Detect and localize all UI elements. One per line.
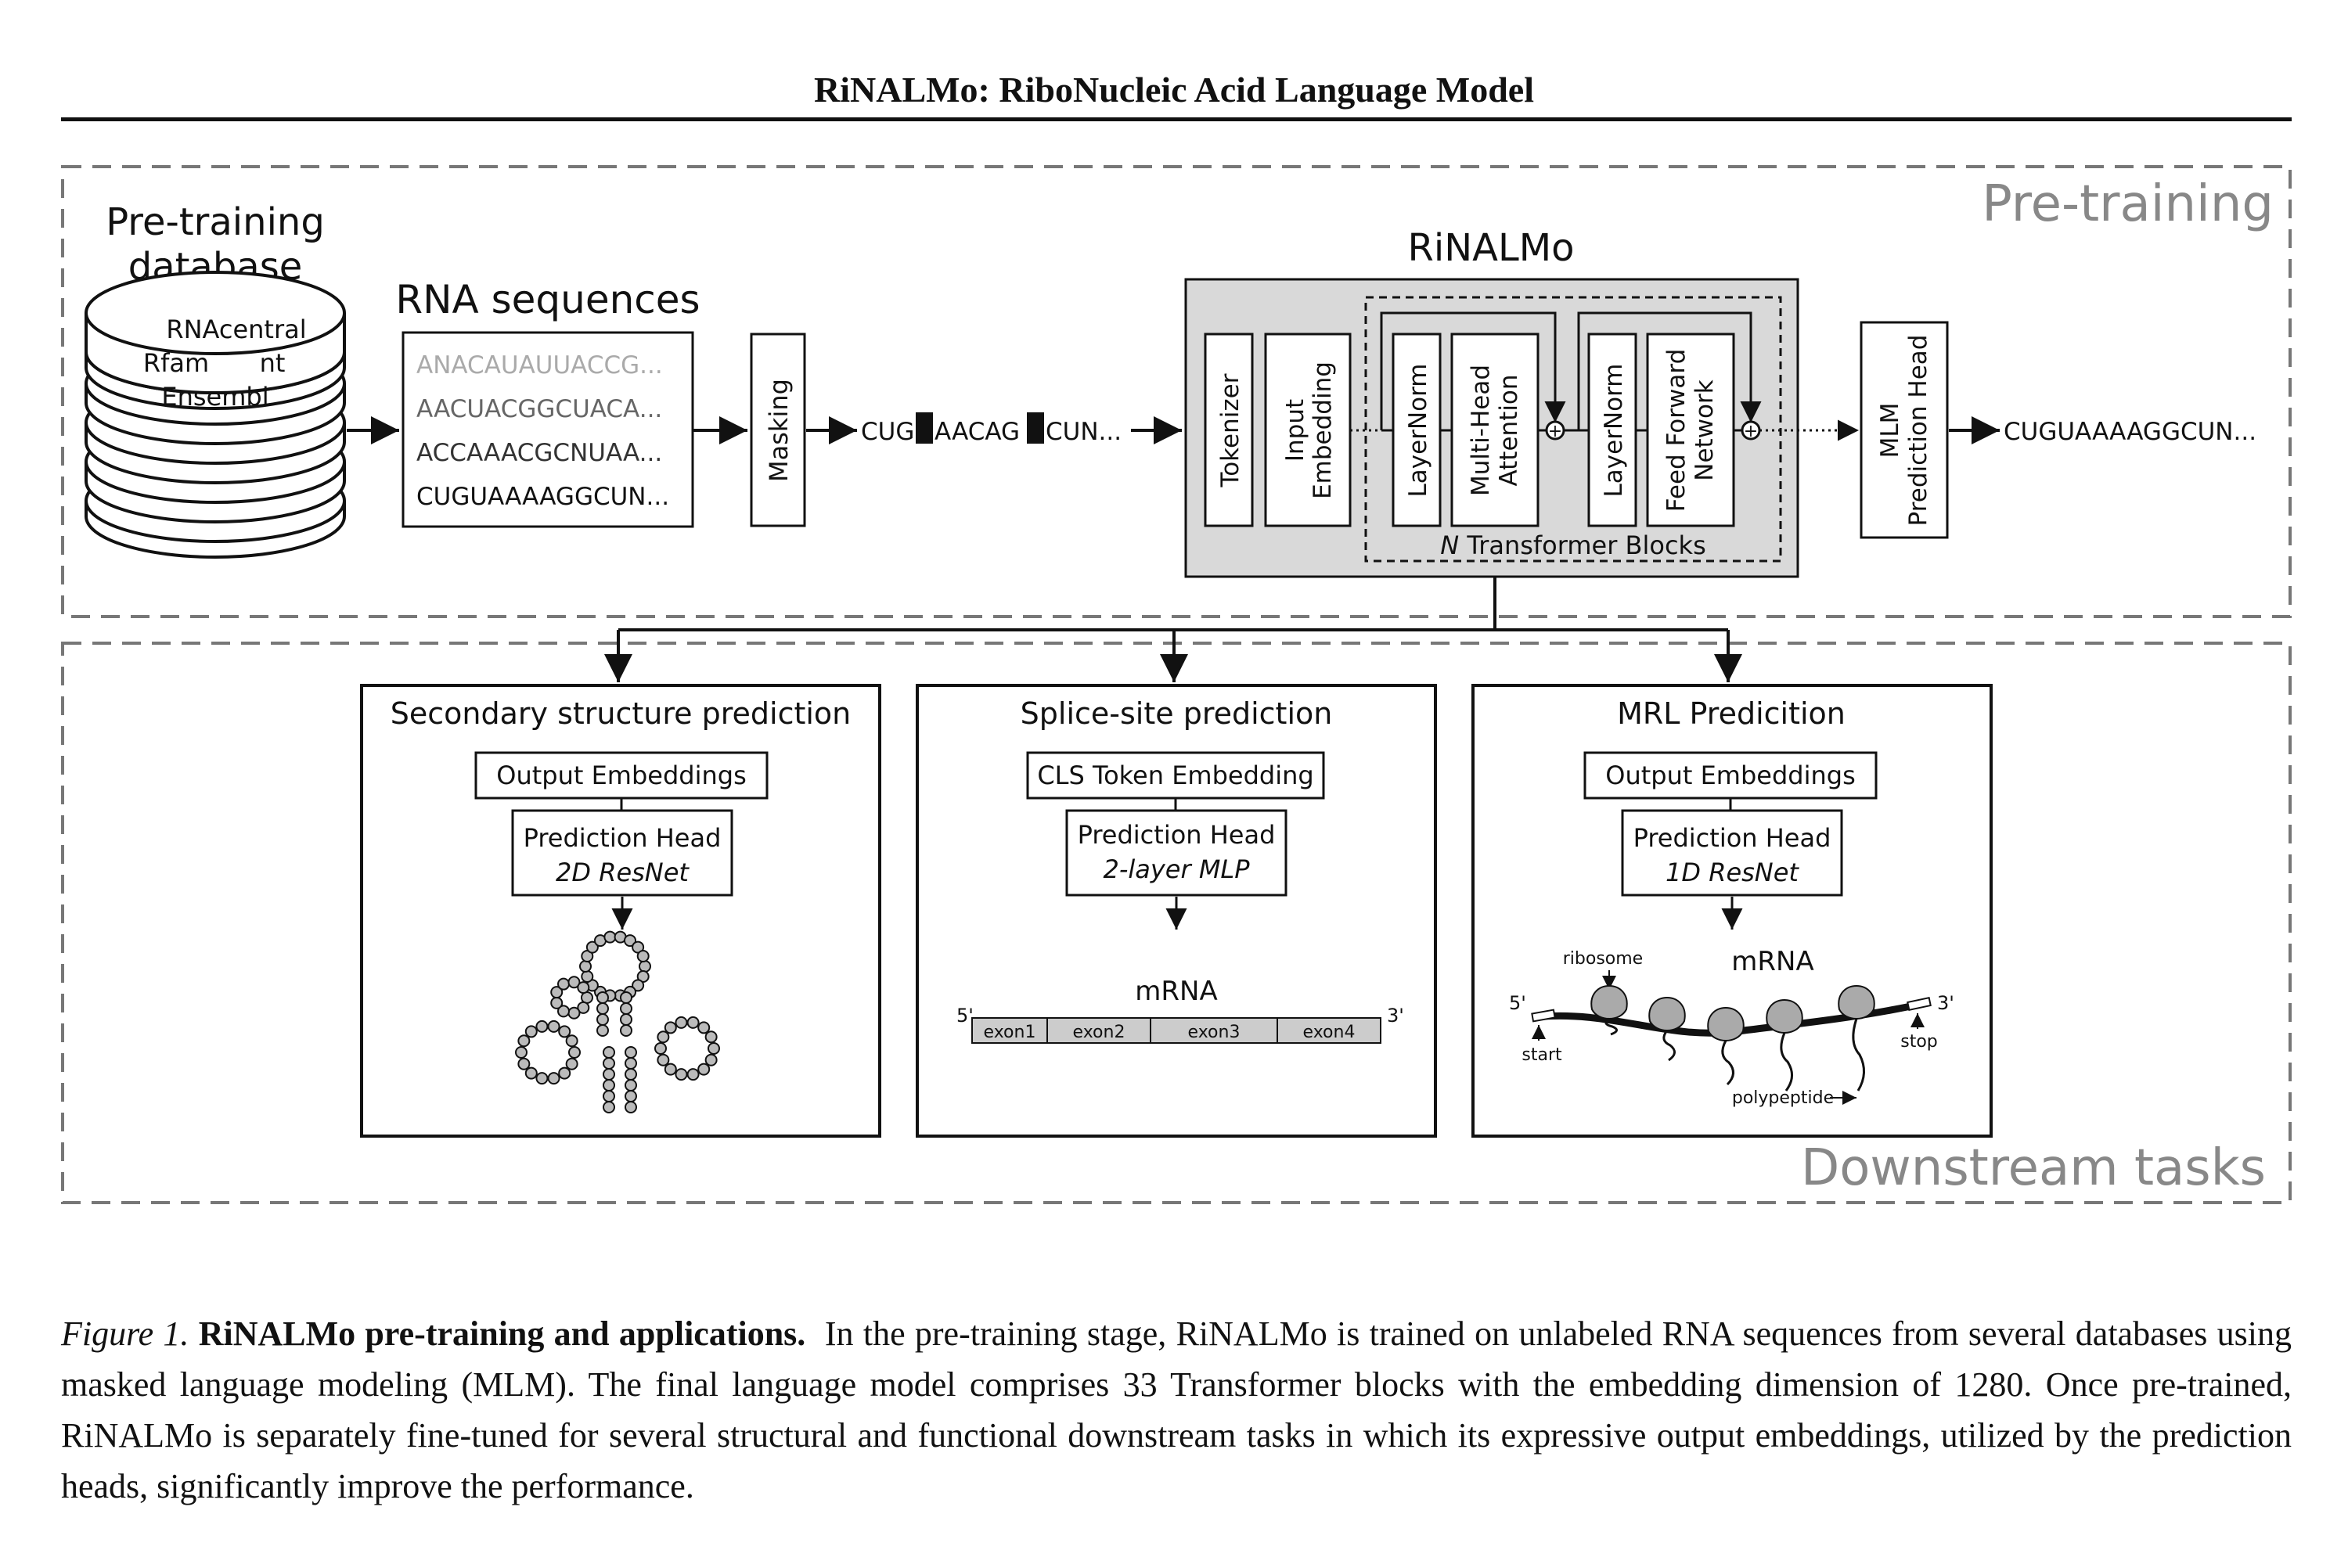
layernorm-label-2: LayerNorm [1600, 364, 1628, 498]
prediction-head-type: 2D ResNet [556, 858, 690, 887]
ffn-label: Feed Forward [1662, 349, 1691, 512]
three-prime-label: 3' [1387, 1005, 1404, 1027]
masking-box [750, 333, 806, 527]
rna-secondary-structure-icon [515, 930, 720, 1113]
page-header-title: RiNALMo: RiboNucleic Acid Language Model [814, 70, 1534, 110]
start-codon-icon [1531, 1009, 1556, 1023]
layernorm-box-2 [1587, 333, 1637, 527]
residual-add-symbol: + [1548, 422, 1562, 441]
task-title: Splice-site prediction [1021, 696, 1333, 731]
database-source-rnacentral: RNAcentral [166, 315, 306, 344]
task-title: Secondary structure prediction [391, 696, 852, 731]
prediction-head-label: Prediction Head [1633, 823, 1831, 853]
ffn-label: Network [1691, 379, 1719, 480]
transformer-blocks-label: N Transformer Blocks [1440, 530, 1706, 560]
three-prime-label: 3' [1937, 992, 1954, 1014]
exon-label: exon1 [984, 1023, 1036, 1042]
prediction-head-type: 2-layer MLP [1103, 854, 1250, 884]
mask-token-icon [1027, 412, 1044, 444]
database-cylinder-icon [85, 271, 346, 559]
figure-diagram: Pre-training Downstream tasks Pre-traini… [61, 165, 2292, 1204]
ribosome-icons [1590, 985, 1875, 1091]
output-embeddings-label: Output Embeddings [496, 761, 747, 790]
rna-sequence-line: AACUACGGCUACA... [416, 395, 662, 423]
rna-sequence-line: ANACAUAUUACCG... [416, 351, 663, 379]
exon-label: exon4 [1303, 1023, 1356, 1042]
mrna-label: mRNA [1731, 946, 1813, 977]
polypeptide-label: polypeptide [1732, 1088, 1834, 1108]
five-prime-label: 5' [956, 1005, 974, 1027]
task-title: MRL Predicition [1617, 696, 1846, 731]
rna-sequence-line: CUGUAAAAGGCUN... [416, 483, 669, 511]
caption-text: In the pre-training stage, RiNALMo is tr… [61, 1314, 2292, 1505]
stop-codon-icon [1907, 997, 1932, 1011]
residual-add-symbol: + [1744, 422, 1758, 441]
prediction-head-label: Prediction Head [524, 823, 722, 853]
downstream-label: Downstream tasks [1801, 1139, 2266, 1197]
mha-label: Multi-Head [1467, 365, 1495, 496]
ribosome-label: ribosome [1563, 949, 1643, 969]
database-title-line1: Pre-training [106, 200, 325, 244]
database-source-rfam: Rfam [143, 348, 209, 378]
multi-head-attention-box [1450, 333, 1540, 527]
exon-track [971, 1017, 1381, 1044]
masked-sequence-part2: AACAG [935, 418, 1020, 446]
five-prime-label: 5' [1509, 992, 1526, 1014]
mrna-label: mRNA [1135, 976, 1217, 1007]
prediction-head-type: 1D ResNet [1666, 858, 1799, 887]
mlm-head-box [1860, 321, 1949, 539]
masked-sequence-part1: CUG [861, 418, 914, 446]
input-embedding-label: Input [1281, 399, 1309, 462]
exon-label: exon3 [1188, 1023, 1241, 1042]
rna-sequences-box [402, 331, 694, 528]
downstream-panel [61, 642, 2292, 1204]
residual-connection-1 [1380, 311, 1566, 430]
caption-figure-label: Figure 1. [61, 1314, 189, 1353]
mlm-head-label: MLM [1876, 403, 1904, 459]
prediction-head-label: Prediction Head [1078, 820, 1276, 850]
mlm-head-label: Prediction Head [1904, 335, 1932, 527]
model-title: RiNALMo [1408, 226, 1575, 270]
cls-token-embedding-label: CLS Token Embedding [1037, 761, 1313, 790]
mha-label: Attention [1495, 374, 1523, 486]
output-embeddings-label: Output Embeddings [1605, 761, 1856, 790]
pretraining-panel [61, 165, 2292, 618]
mask-token-icon [916, 412, 933, 444]
residual-connection-2 [1577, 311, 1762, 430]
layernorm-box-1 [1392, 333, 1442, 527]
masking-label: Masking [764, 379, 794, 482]
rna-sequence-line: ACCAAACGCNUAA... [416, 439, 662, 467]
masked-sequence-part3: CUN... [1046, 418, 1122, 446]
header-rule [61, 117, 2292, 121]
exon-label: exon2 [1073, 1023, 1125, 1042]
pretraining-label: Pre-training [1982, 175, 2274, 233]
cls-token-embedding-box [1026, 751, 1325, 800]
layernorm-label-1: LayerNorm [1404, 364, 1432, 498]
prediction-head-box [511, 809, 733, 897]
tokenizer-label: Tokenizer [1216, 373, 1244, 487]
rna-sequences-title: RNA sequences [395, 277, 700, 322]
output-sequence: CUGUAAAAGGCUN... [2004, 418, 2256, 446]
stop-label: stop [1900, 1032, 1938, 1052]
start-label: start [1522, 1045, 1562, 1065]
database-source-ensembl: Ensembl [161, 382, 268, 412]
database-source-nt: nt [260, 348, 286, 378]
caption-bold-title: RiNALMo pre-training and applications. [198, 1314, 806, 1353]
prediction-head-box [1621, 809, 1843, 897]
tokenizer-box [1204, 333, 1254, 527]
input-embedding-label: Embedding [1309, 361, 1337, 499]
figure-caption: Figure 1. RiNALMo pre-training and appli… [61, 1308, 2292, 1512]
prediction-head-box [1065, 809, 1287, 897]
input-embedding-box [1264, 333, 1352, 527]
